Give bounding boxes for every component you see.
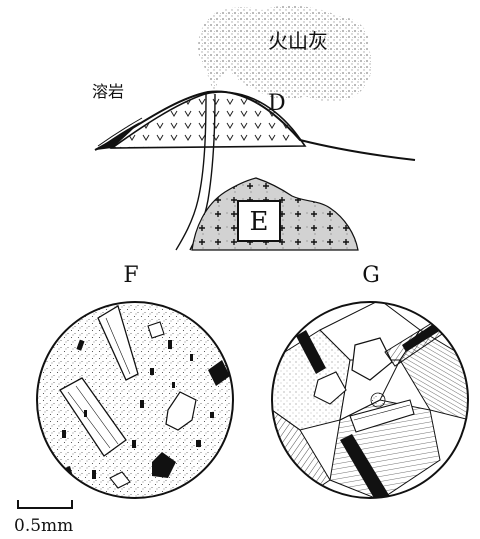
fine-grained-rock-view	[30, 295, 240, 505]
volcano-section: E 火山灰 溶岩 D	[92, 6, 415, 250]
scale-label: 0.5mm	[14, 516, 73, 536]
ash-cloud	[198, 6, 372, 102]
lava-label: 溶岩	[92, 82, 124, 101]
volcano-label: D	[268, 91, 286, 116]
fine-rock-label: F	[123, 263, 138, 288]
ash-label: 火山灰	[268, 29, 328, 53]
pluton-label: E	[250, 207, 269, 237]
coarse-rock-label: G	[362, 263, 380, 288]
coarse-grained-rock-view	[265, 295, 475, 505]
scale-bar: 0.5mm	[14, 500, 73, 536]
